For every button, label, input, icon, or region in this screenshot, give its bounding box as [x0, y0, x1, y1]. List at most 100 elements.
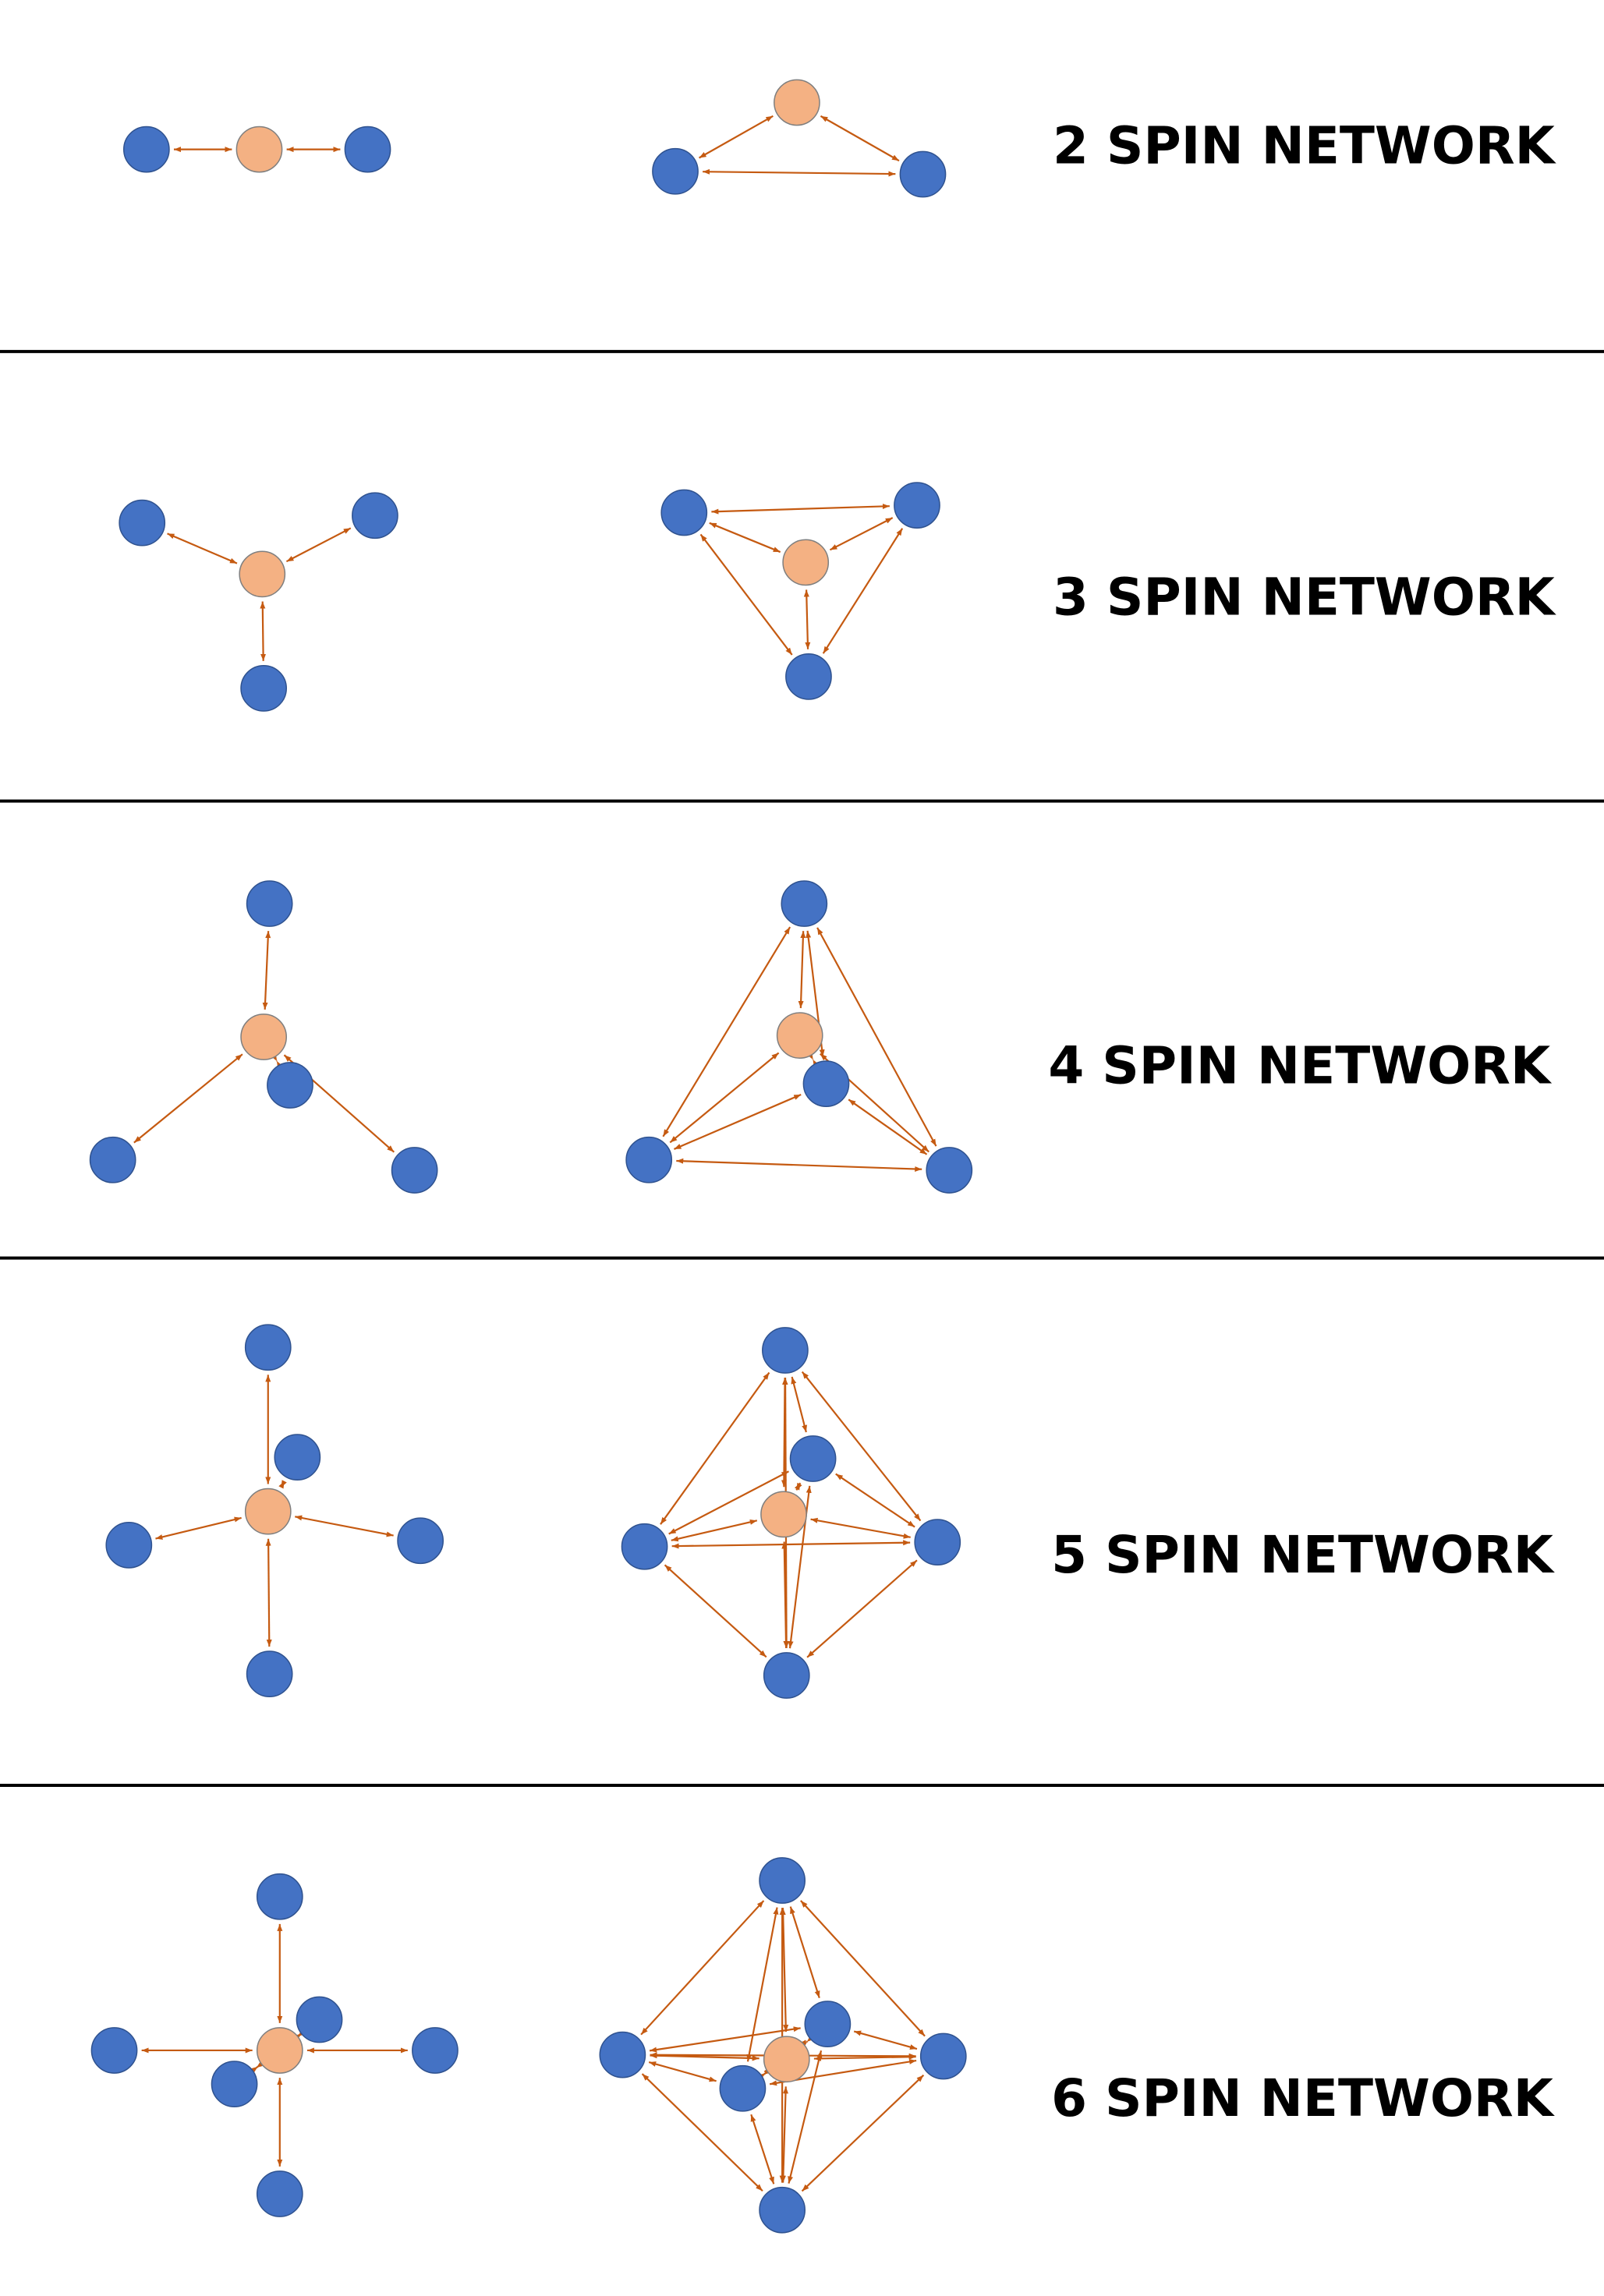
panel-label: 5 SPIN NETWORK	[1051, 1525, 1556, 1585]
spin-node	[914, 1519, 961, 1565]
network-diagrams	[89, 79, 973, 2234]
panel-label: 2 SPIN NETWORK	[1053, 116, 1557, 176]
spin-node	[90, 2027, 138, 2074]
coupling-arrow	[250, 2061, 264, 2074]
panel-label: 4 SPIN NETWORK	[1048, 1035, 1553, 1095]
spin-node	[759, 2186, 806, 2234]
coupling-arrow	[801, 2074, 925, 2192]
coupling-arrow	[789, 1906, 820, 1998]
spin-node	[781, 880, 828, 927]
coupling-arrow	[806, 1559, 918, 1658]
3-spin-complete-network	[660, 482, 940, 700]
spin-node	[802, 1060, 850, 1107]
4-spin-star-network	[89, 880, 438, 1194]
coupling-arrow	[155, 1516, 242, 1540]
central-spin-node	[239, 550, 286, 598]
central-spin-node	[256, 2027, 303, 2074]
5-spin-complete-network	[621, 1327, 961, 1699]
central-spin-node	[244, 1488, 292, 1535]
spin-node	[719, 2064, 767, 2112]
coupling-arrow	[648, 2061, 717, 2082]
central-spin-node	[782, 539, 830, 586]
coupling-arrow	[798, 931, 806, 1009]
spin-node	[762, 1327, 809, 1374]
spin-node	[105, 1521, 153, 1569]
coupling-arrow	[746, 1907, 779, 2062]
coupling-arrow	[788, 2050, 823, 2184]
spin-node	[926, 1147, 973, 1194]
coupling-arrow	[664, 1564, 767, 1658]
spin-node	[899, 150, 947, 198]
spin-node	[625, 1136, 673, 1183]
coupling-arrow	[791, 1376, 808, 1433]
spin-node	[599, 2031, 646, 2078]
coupling-arrow	[676, 1158, 922, 1172]
coupling-arrow	[262, 931, 271, 1010]
coupling-arrow	[641, 2073, 763, 2192]
spin-node	[344, 126, 391, 173]
spin-node	[412, 2027, 459, 2074]
central-spin-node	[776, 1012, 823, 1059]
6-spin-star-network	[90, 1873, 459, 2217]
spin-node	[352, 492, 398, 540]
coupling-arrow	[285, 527, 352, 563]
coupling-arrow	[649, 2026, 801, 2053]
coupling-arrow	[167, 532, 238, 564]
coupling-arrow	[699, 533, 793, 656]
spin-node	[246, 880, 293, 927]
coupling-arrow	[671, 1540, 911, 1549]
coupling-arrow	[703, 168, 896, 177]
central-spin-node	[763, 2036, 810, 2083]
coupling-arrow	[133, 1053, 243, 1144]
coupling-arrow	[294, 2029, 306, 2040]
spin-node	[256, 1873, 303, 1920]
central-spin-node	[760, 1491, 807, 1538]
spin-node	[804, 2001, 852, 2048]
spin-node	[621, 1523, 668, 1570]
coupling-arrow	[265, 1538, 272, 1647]
spin-node	[660, 489, 708, 536]
spin-node	[789, 1435, 837, 1482]
coupling-arrow	[260, 601, 267, 661]
coupling-arrow	[794, 1482, 802, 1491]
2-spin-complete-network	[652, 79, 947, 198]
coupling-arrow	[671, 1519, 758, 1542]
coupling-arrow	[711, 503, 890, 515]
spin-node	[894, 482, 940, 529]
spin-node	[763, 1652, 810, 1699]
4-spin-complete-network	[625, 880, 973, 1194]
6-spin-complete-network	[599, 1857, 967, 2234]
coupling-arrow	[660, 1371, 770, 1525]
coupling-arrow	[803, 589, 811, 649]
2-spin-star-network	[122, 126, 391, 173]
spin-node	[246, 1650, 293, 1698]
spin-node	[652, 147, 699, 195]
spin-node	[122, 126, 170, 173]
central-spin-node	[240, 1014, 288, 1060]
spin-node	[211, 2061, 258, 2108]
coupling-arrow	[674, 1093, 802, 1150]
spin-node	[240, 665, 288, 712]
coupling-arrow	[650, 2053, 760, 2061]
coupling-arrow	[800, 2035, 814, 2048]
spin-node	[256, 2170, 303, 2217]
spin-node	[759, 1857, 806, 1904]
coupling-arrow	[853, 2030, 918, 2050]
coupling-arrow	[640, 1900, 765, 2036]
spin-node	[244, 1324, 292, 1371]
coupling-arrow	[780, 1908, 789, 2032]
3-spin-star-network	[119, 492, 398, 712]
spin-node	[785, 653, 832, 700]
coupling-arrow	[758, 2068, 771, 2080]
spin-node	[119, 499, 166, 547]
spin-node	[267, 1062, 313, 1109]
spin-node	[397, 1517, 444, 1565]
spin-node	[89, 1136, 136, 1183]
coupling-arrow	[278, 1480, 287, 1489]
spin-node	[296, 1996, 343, 2043]
panel-label: 6 SPIN NETWORK	[1051, 2068, 1556, 2128]
central-spin-node	[774, 79, 820, 126]
panel-label: 3 SPIN NETWORK	[1053, 567, 1557, 627]
coupling-arrow	[835, 1473, 915, 1528]
